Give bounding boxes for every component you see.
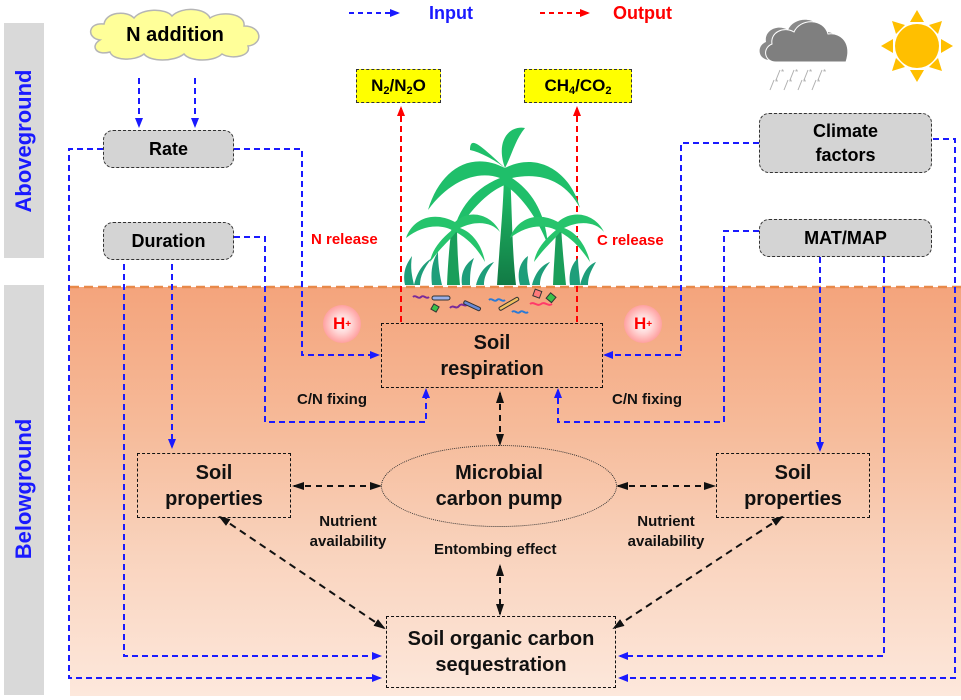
snow-cloud-icon: **** ****	[759, 19, 849, 91]
svg-text:*: *	[775, 78, 778, 87]
belowground-band	[4, 285, 44, 695]
rate-box: Rate	[103, 130, 234, 168]
n-addition-label: N addition	[126, 23, 224, 46]
duration-label: Duration	[131, 231, 206, 251]
mcp-line2: carbon pump	[435, 488, 563, 510]
soil-respiration-box: Soil respiration	[381, 323, 603, 388]
climate-factors-line1: Climate	[812, 121, 879, 141]
soil-properties-left-box: Soil properties	[137, 453, 291, 518]
microbial-carbon-pump-ellipse: Microbial carbon pump	[381, 445, 617, 527]
c-gas-box: CH4/CO2	[524, 69, 632, 103]
svg-text:*: *	[803, 78, 806, 87]
n-release-label: N release	[311, 231, 378, 248]
n-gas-label: N2/N2O	[371, 75, 426, 97]
svg-text:*: *	[789, 78, 792, 87]
svg-text:*: *	[809, 68, 812, 77]
mcp-line1: Microbial	[455, 462, 543, 484]
rate-label: Rate	[148, 139, 188, 159]
entombing-effect-label: Entombing effect	[434, 541, 557, 558]
cn-fixing-left-label: C/N fixing	[297, 391, 367, 408]
soil-respiration-line1: Soil	[473, 331, 511, 354]
palm-trees-icon	[404, 127, 604, 285]
mat-map-box: MAT/MAP	[759, 219, 932, 257]
nutrient-availability-left-label: Nutrient availability	[309, 513, 387, 550]
mat-map-label: MAT/MAP	[804, 228, 887, 248]
soil-respiration-line2: respiration	[440, 357, 544, 380]
cn-fixing-right-label: C/N fixing	[612, 391, 682, 408]
soil-properties-left-line2: properties	[165, 487, 263, 510]
climate-factors-box: Climate factors	[759, 113, 932, 173]
soil-microbes-icon	[412, 288, 557, 314]
soc-line2: sequestration	[435, 654, 567, 676]
c-release-label: C release	[597, 232, 664, 249]
legend-output-label: Output	[613, 3, 672, 23]
svg-text:*: *	[823, 68, 826, 77]
soil-properties-right-box: Soil properties	[716, 453, 870, 518]
aboveground-band	[4, 23, 44, 258]
svg-text:*: *	[781, 68, 784, 77]
soil-properties-right-line1: Soil	[774, 461, 812, 484]
climate-factors-line2: factors	[815, 145, 876, 165]
n-addition-cloud	[90, 8, 260, 61]
soil-properties-right-line2: properties	[744, 487, 842, 510]
svg-text:*: *	[795, 68, 798, 77]
sun-icon	[881, 10, 953, 82]
n-gas-box: N2/N2O	[356, 69, 441, 103]
h-ion-right-icon: H+	[624, 305, 662, 343]
legend-input-label: Input	[429, 3, 473, 23]
soc-line1: Soil organic carbon	[407, 628, 595, 650]
h-ion-left-icon: H+	[323, 305, 361, 343]
c-gas-label: CH4/CO2	[544, 75, 612, 97]
soc-sequestration-box: Soil organic carbon sequestration	[386, 616, 616, 688]
duration-box: Duration	[103, 222, 234, 260]
nutrient-availability-right-label: Nutrient availability	[627, 513, 705, 550]
svg-text:*: *	[817, 78, 820, 87]
soil-properties-left-line1: Soil	[195, 461, 233, 484]
